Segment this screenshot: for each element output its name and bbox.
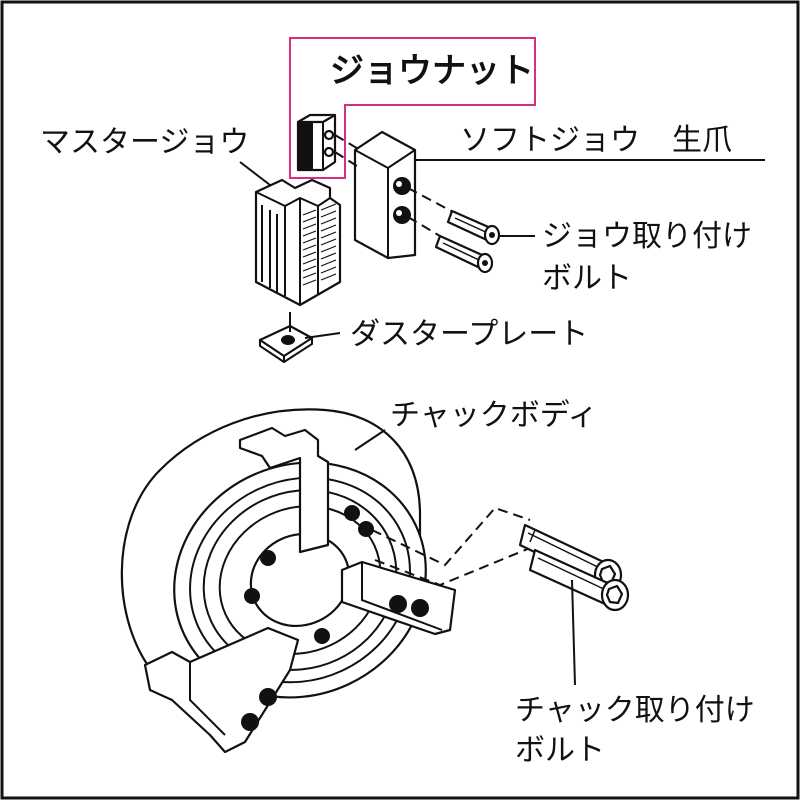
chuck-bolt-align-line-2	[374, 547, 531, 587]
bolt-align-line-1	[407, 187, 456, 214]
label-chuck-mount-bolt-2: ボルト	[515, 733, 605, 768]
chuck-body-leader	[354, 429, 386, 451]
label-raw-jaw: 生爪	[672, 123, 732, 158]
label-chuck-mount-bolt-1: チャック取り付け	[515, 693, 755, 728]
label-jaw-mount-bolt-2: ボルト	[542, 261, 632, 296]
chuck-bolt-align-line-1	[371, 506, 531, 567]
dust-plate-leader	[304, 332, 341, 339]
jaw-mount-bolts	[434, 209, 501, 274]
jaw-nut-part	[296, 113, 337, 172]
dust-plate-part	[258, 312, 314, 364]
nut-align-line-2	[334, 151, 361, 169]
master-jaw-part	[254, 178, 342, 307]
label-chuck-body: チャックボディ	[390, 398, 598, 433]
label-master-jaw: マスタージョウ	[40, 125, 249, 160]
label-dust-plate: ダスタープレート	[350, 317, 588, 352]
soft-jaw-part	[353, 130, 417, 260]
nut-align-line-1	[334, 134, 361, 151]
label-soft-jaw: ソフトジョウ	[460, 123, 640, 158]
chuck-bolt-leader	[571, 579, 576, 686]
master-jaw-leader	[239, 161, 271, 186]
label-jaw-mount-bolt-1: ジョウ取り付け	[542, 219, 752, 254]
bolt-align-line-2	[407, 216, 441, 237]
chuck-mount-bolts	[518, 523, 630, 612]
jaw-nut-highlight-frame	[289, 37, 536, 179]
label-jaw-nut: ジョウナット	[330, 51, 534, 91]
chuck-body-part	[120, 408, 457, 754]
